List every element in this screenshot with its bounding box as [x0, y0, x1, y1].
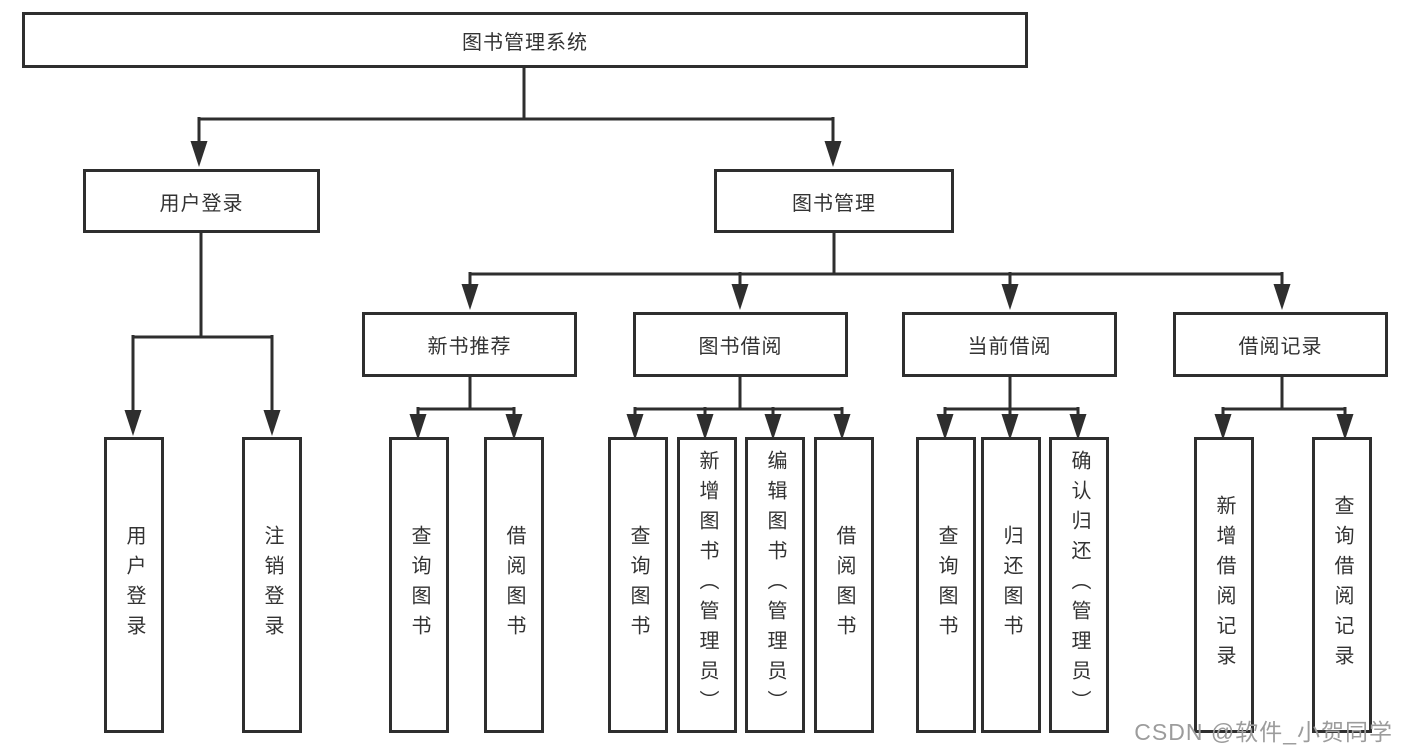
node-leaf-add-borrow-record: 新增借阅记录 [1194, 437, 1254, 733]
node-label: 注销登录 [261, 525, 283, 645]
node-label: 用户登录 [123, 525, 145, 645]
node-leaf-edit-books-admin: 编辑图书（管理员） [745, 437, 805, 733]
node-new-book-recommend: 新书推荐 [362, 312, 577, 377]
node-label: 借阅图书 [503, 525, 525, 645]
node-label: 新增借阅记录 [1213, 495, 1235, 675]
edge-new-book-to-children [409, 377, 523, 440]
arrowhead [1069, 414, 1087, 440]
arrowhead [936, 414, 954, 440]
arrowhead [124, 410, 142, 436]
arrowhead [833, 414, 851, 440]
edge-borrow-records-to-children [1214, 377, 1354, 440]
arrowhead [505, 414, 523, 440]
node-label: 新增图书（管理员） [696, 450, 718, 720]
node-borrow-records: 借阅记录 [1173, 312, 1388, 377]
node-current-borrow: 当前借阅 [902, 312, 1117, 377]
arrowhead [190, 141, 208, 167]
node-leaf-confirm-return-admin: 确认归还（管理员） [1049, 437, 1109, 733]
node-leaf-add-books-admin: 新增图书（管理员） [677, 437, 737, 733]
node-leaf-query-borrow-record: 查询借阅记录 [1312, 437, 1372, 733]
node-leaf-query-books-3: 查询图书 [916, 437, 976, 733]
node-leaf-borrow-books-1: 借阅图书 [484, 437, 544, 733]
arrowhead [1214, 414, 1232, 440]
edge-book-borrow-to-children [626, 377, 851, 440]
edge-root-to-level2 [190, 68, 842, 167]
node-leaf-logout: 注销登录 [242, 437, 302, 733]
arrowhead [696, 414, 714, 440]
arrowhead [263, 410, 281, 436]
node-library-management-system: 图书管理系统 [22, 12, 1028, 68]
node-leaf-query-books-2: 查询图书 [608, 437, 668, 733]
node-leaf-query-books-1: 查询图书 [389, 437, 449, 733]
node-label: 查询借阅记录 [1331, 495, 1353, 675]
node-label: 归还图书 [1000, 525, 1022, 645]
edge-current-borrow-to-children [936, 377, 1087, 440]
arrowhead [731, 284, 749, 310]
node-user-login: 用户登录 [83, 169, 320, 233]
arrowhead [1001, 284, 1019, 310]
node-book-management: 图书管理 [714, 169, 954, 233]
node-book-borrow: 图书借阅 [633, 312, 848, 377]
node-label: 借阅图书 [833, 525, 855, 645]
csdn-watermark: CSDN @软件_小贺同学 [1134, 719, 1393, 745]
arrowhead [1336, 414, 1354, 440]
node-leaf-borrow-books-2: 借阅图书 [814, 437, 874, 733]
arrowhead [461, 284, 479, 310]
arrowhead [764, 414, 782, 440]
node-label: 确认归还（管理员） [1068, 450, 1090, 720]
edge-user-login-to-children [124, 233, 281, 436]
node-label: 编辑图书（管理员） [764, 450, 786, 720]
edge-book-management-to-children [461, 233, 1291, 310]
arrowhead [1273, 284, 1291, 310]
arrowhead [1001, 414, 1019, 440]
node-leaf-user-login: 用户登录 [104, 437, 164, 733]
arrowhead [824, 141, 842, 167]
node-label: 查询图书 [627, 525, 649, 645]
node-leaf-return-books: 归还图书 [981, 437, 1041, 733]
arrowhead [409, 414, 427, 440]
node-label: 查询图书 [935, 525, 957, 645]
arrowhead [626, 414, 644, 440]
node-label: 查询图书 [408, 525, 430, 645]
